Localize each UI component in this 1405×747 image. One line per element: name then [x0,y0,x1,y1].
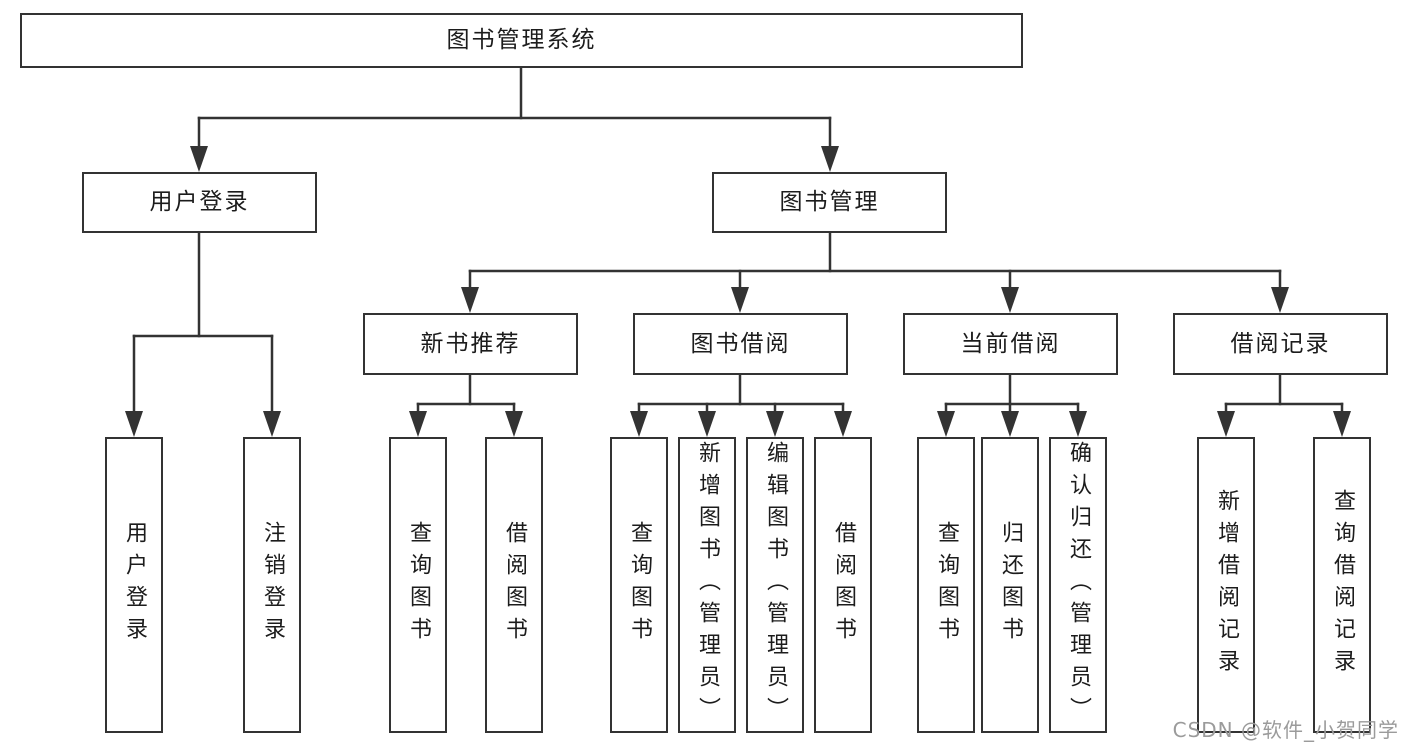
leaf-borrow-books-label: 借阅图书 [831,521,856,649]
leaf-add-book-admin-label: 新增图书（管理员） [695,441,720,729]
leaf-logout-label: 注销登录 [260,521,285,649]
leaf-query-books-recommend-label: 查询图书 [406,521,431,649]
leaf-add-borrow-record-label: 新增借阅记录 [1214,489,1239,681]
leaf-query-borrow-record: 查询借阅记录 [1313,437,1371,733]
leaf-confirm-return-admin: 确认归还（管理员） [1049,437,1107,733]
leaf-user-login-label: 用户登录 [122,521,147,649]
leaf-add-borrow-record: 新增借阅记录 [1197,437,1255,733]
leaf-borrow-books-recommend: 借阅图书 [485,437,543,733]
node-book-borrow: 图书借阅 [633,313,848,375]
node-new-book-recommend: 新书推荐 [363,313,578,375]
leaf-query-books-current: 查询图书 [917,437,975,733]
node-current-borrow: 当前借阅 [903,313,1118,375]
node-borrow-records-label: 借阅记录 [1230,330,1331,357]
leaf-edit-book-admin: 编辑图书（管理员） [746,437,804,733]
leaf-logout: 注销登录 [243,437,301,733]
leaf-edit-book-admin-label: 编辑图书（管理员） [763,441,788,729]
leaf-return-book-label: 归还图书 [998,521,1023,649]
leaf-query-books-current-label: 查询图书 [934,521,959,649]
leaf-return-book: 归还图书 [981,437,1039,733]
node-root: 图书管理系统 [20,13,1023,68]
node-root-label: 图书管理系统 [446,27,597,53]
watermark-text: CSDN @软件_小贺同学 [1172,718,1399,742]
node-book-borrow-label: 图书借阅 [690,330,791,357]
node-book-management: 图书管理 [712,172,947,233]
node-borrow-records: 借阅记录 [1173,313,1388,375]
leaf-query-borrow-record-label: 查询借阅记录 [1330,489,1355,681]
leaf-query-books-recommend: 查询图书 [389,437,447,733]
node-user-login: 用户登录 [82,172,317,233]
leaf-add-book-admin: 新增图书（管理员） [678,437,736,733]
leaf-borrow-books-recommend-label: 借阅图书 [502,521,527,649]
node-new-book-recommend-label: 新书推荐 [420,330,521,357]
leaf-query-books-borrow-label: 查询图书 [627,521,652,649]
node-book-management-label: 图书管理 [779,189,880,215]
leaf-user-login: 用户登录 [105,437,163,733]
node-user-login-label: 用户登录 [149,189,250,215]
node-current-borrow-label: 当前借阅 [960,330,1061,357]
leaf-confirm-return-admin-label: 确认归还（管理员） [1066,441,1091,729]
leaf-query-books-borrow: 查询图书 [610,437,668,733]
leaf-borrow-books: 借阅图书 [814,437,872,733]
